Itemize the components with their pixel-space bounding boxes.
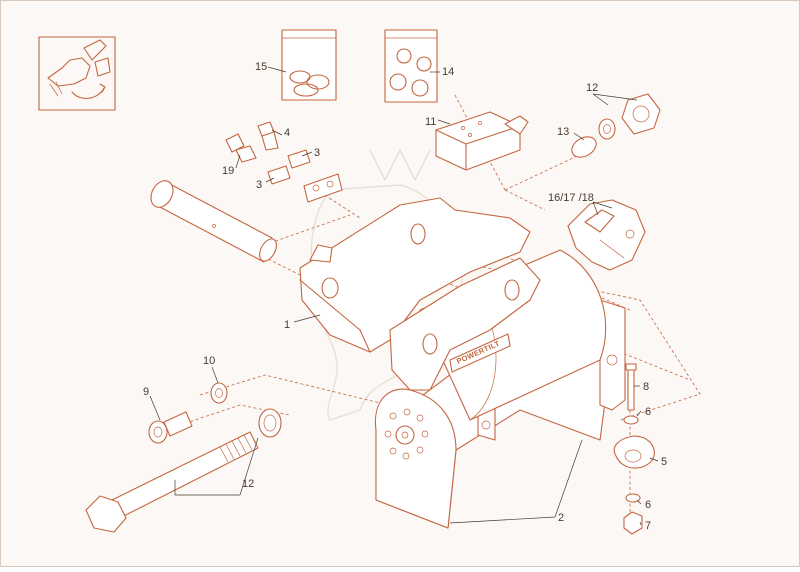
top-bracket bbox=[299, 197, 541, 391]
locking-parts-stack bbox=[613, 363, 655, 535]
nut-and-washers bbox=[571, 93, 661, 158]
callout-11: 11 bbox=[425, 116, 436, 128]
callout-4: 4 bbox=[284, 127, 290, 139]
callout-12-bottom: 12 bbox=[242, 478, 254, 490]
pivot-pin bbox=[150, 180, 277, 263]
excavator-arm-thumbnail-icon bbox=[38, 36, 116, 111]
callout-12-top: 12 bbox=[586, 82, 598, 94]
callout-6-lower: 6 bbox=[645, 499, 651, 511]
callout-1: 1 bbox=[284, 319, 290, 331]
callout-9: 9 bbox=[143, 386, 149, 398]
rotation-arrow-icon bbox=[71, 83, 106, 99]
callout-15: 15 bbox=[255, 61, 267, 73]
callout-numbers: 15 14 12 13 11 16/17 /18 4 3 19 3 1 10 9… bbox=[143, 61, 667, 532]
short-bolt bbox=[148, 411, 193, 444]
bearing-kit-bag bbox=[384, 29, 438, 103]
hose-guard-bracket bbox=[567, 199, 646, 271]
callout-2: 2 bbox=[558, 512, 564, 524]
seal-kit-bag bbox=[281, 29, 337, 101]
washer bbox=[210, 382, 228, 404]
bushing bbox=[258, 408, 282, 438]
callout-3-upper: 3 bbox=[314, 147, 320, 159]
valve-block bbox=[435, 111, 529, 171]
hydraulic-fittings bbox=[225, 121, 343, 203]
callout-19: 19 bbox=[222, 165, 234, 177]
callout-leaders bbox=[149, 66, 659, 526]
callout-13: 13 bbox=[557, 126, 569, 138]
callout-3-lower: 3 bbox=[256, 179, 262, 191]
callout-5: 5 bbox=[661, 456, 667, 468]
long-bolt bbox=[85, 431, 259, 533]
callout-7: 7 bbox=[645, 520, 651, 532]
callout-6-upper: 6 bbox=[645, 406, 651, 418]
callout-14: 14 bbox=[442, 66, 454, 78]
callout-8: 8 bbox=[643, 381, 649, 393]
callout-10: 10 bbox=[203, 355, 215, 367]
callout-16-17-18: 16/17 /18 bbox=[548, 192, 594, 204]
